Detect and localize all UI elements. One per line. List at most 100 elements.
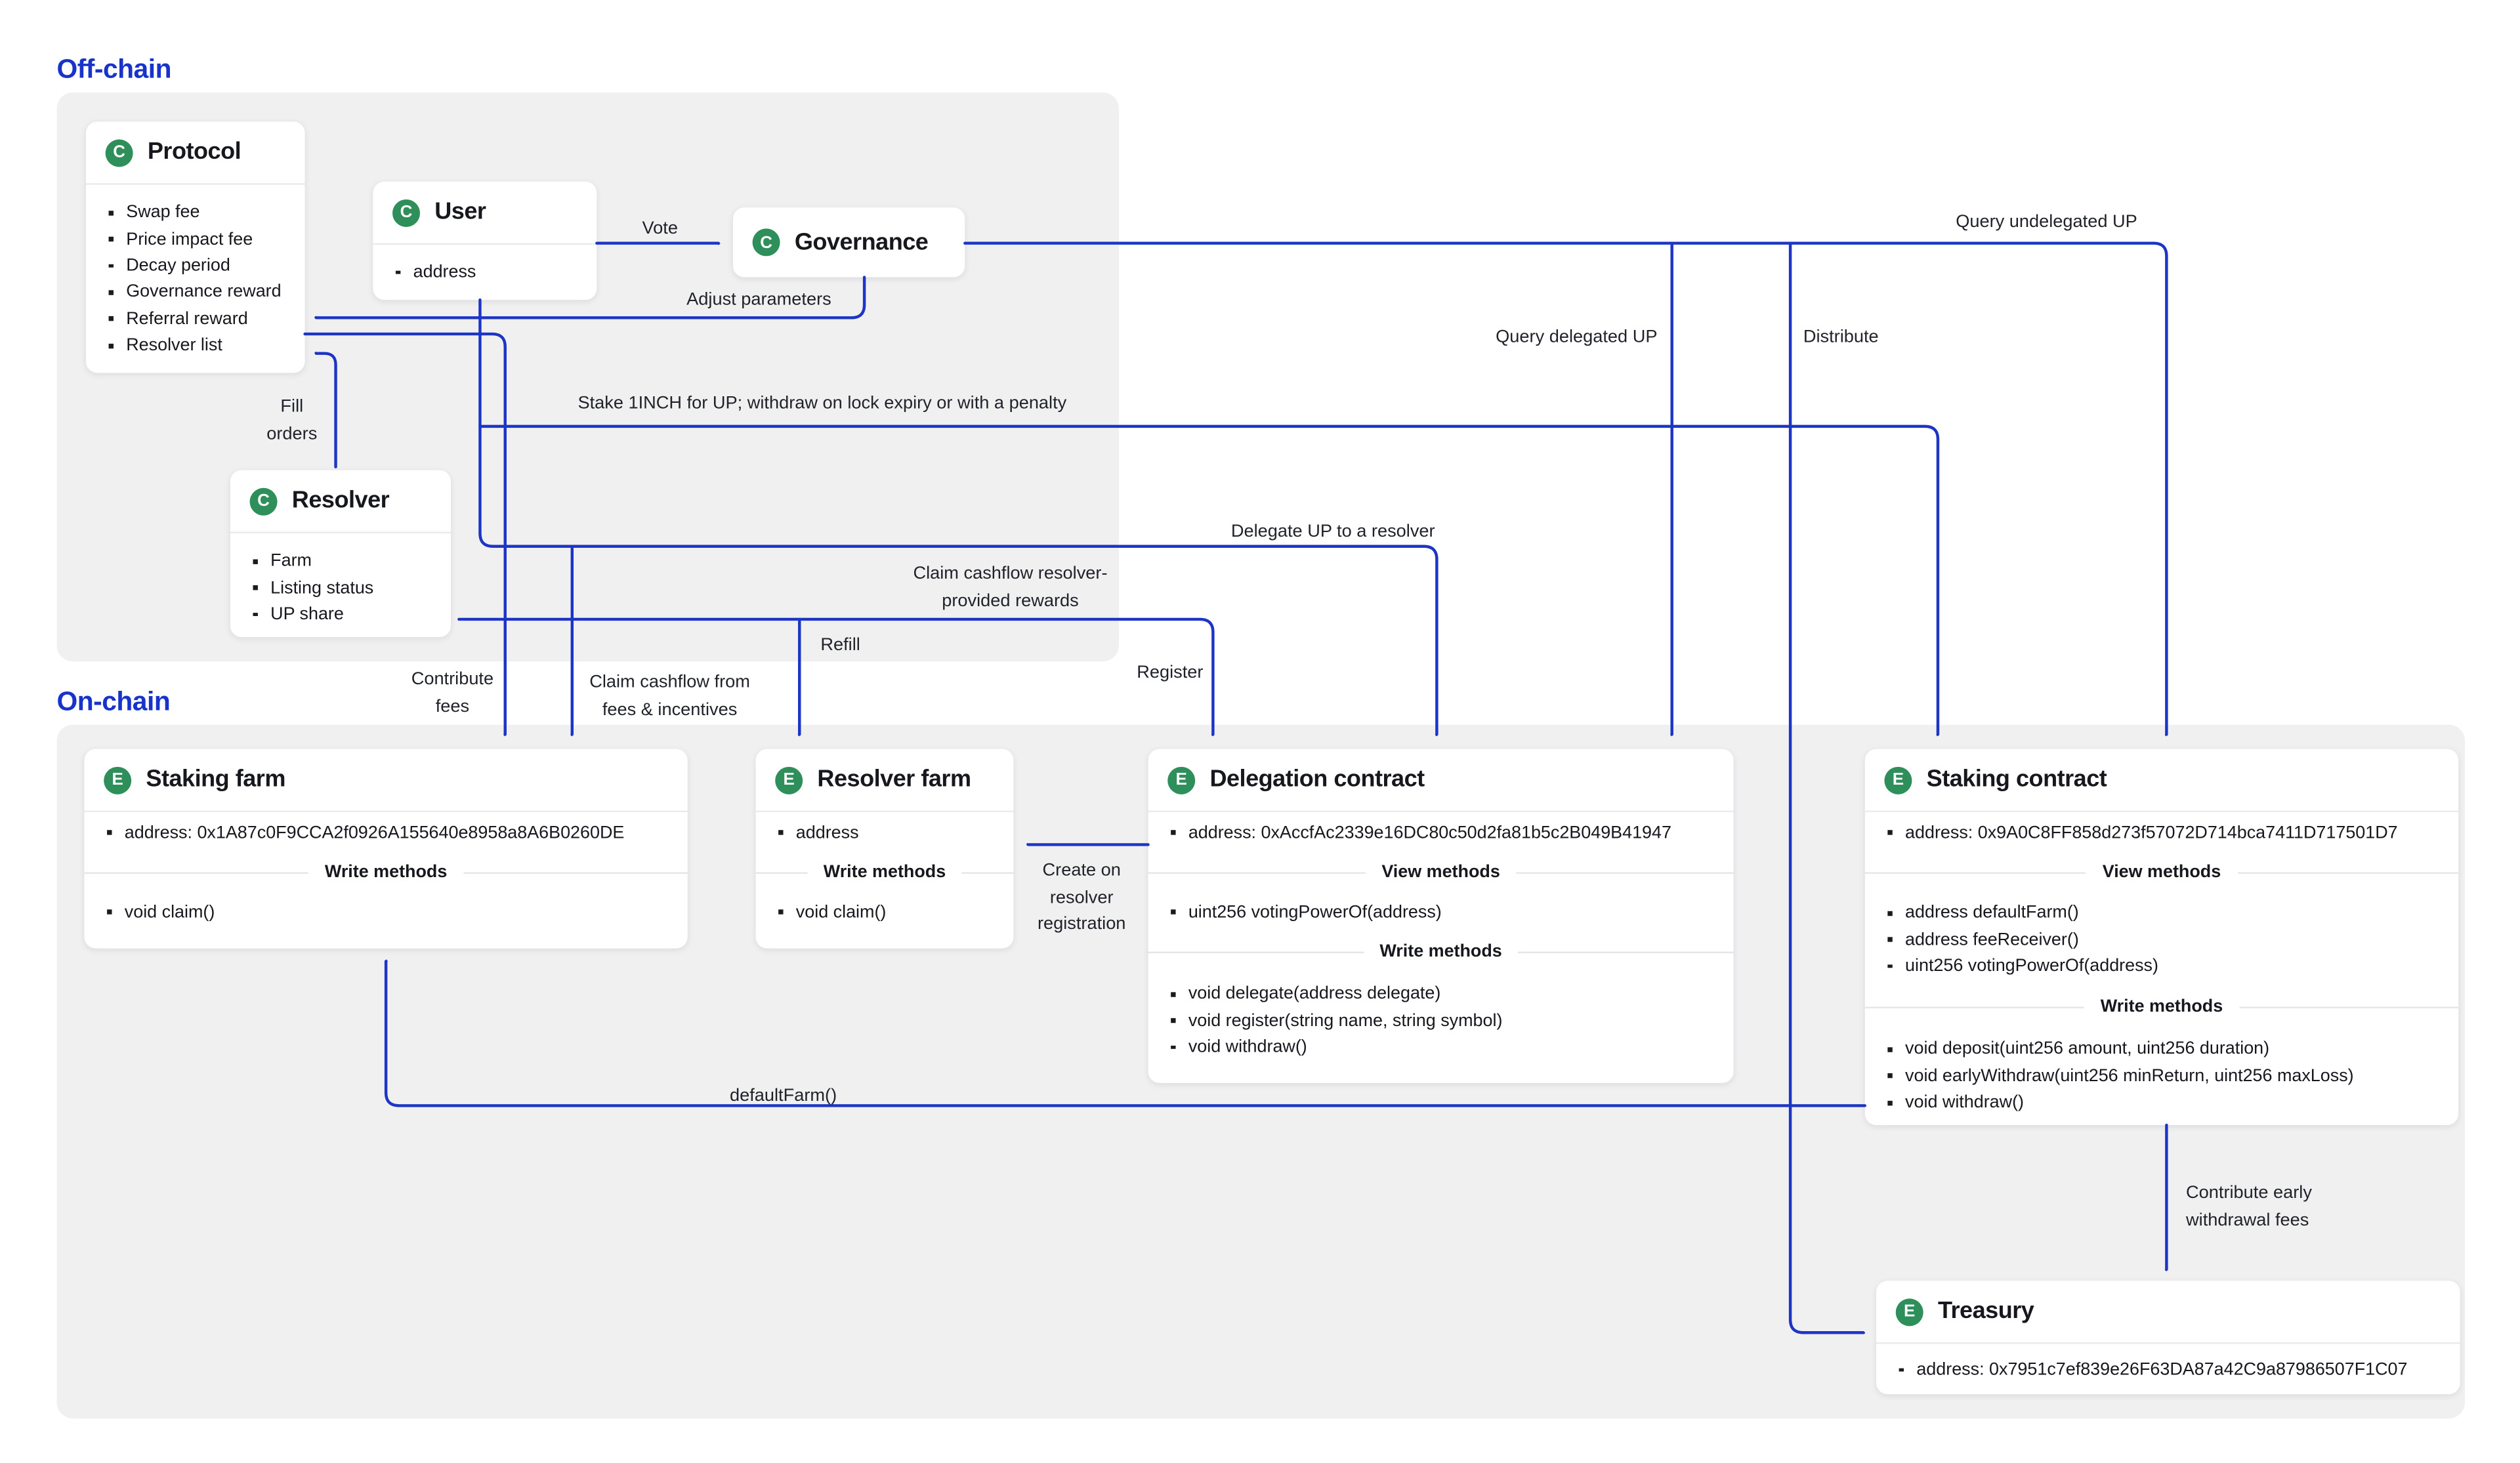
bullet-icon	[1171, 909, 1176, 915]
edge-label-vote: Vote	[642, 218, 678, 239]
bullet-icon	[108, 263, 114, 268]
edge-label-default-farm: defaultFarm()	[729, 1086, 837, 1106]
offchain-heading: Off-chain	[56, 55, 172, 85]
bullet-icon	[1899, 1367, 1904, 1372]
node-staking-contract: E Staking contract address: 0x9A0C8FF858…	[1864, 749, 2459, 1125]
node-title: Staking farm	[146, 766, 285, 793]
write-methods-divider: Write methods	[1148, 932, 1734, 971]
class-icon: C	[392, 198, 421, 226]
address-item: address: 0x7951c7ef839e26F63DA87a42C9a87…	[1896, 1355, 2441, 1384]
contract-icon: E	[1167, 766, 1196, 794]
node-delegation-contract: E Delegation contract address: 0xAccfAc2…	[1148, 749, 1734, 1083]
bullet-icon	[108, 290, 114, 295]
view-methods-divider: View methods	[1148, 853, 1734, 892]
bullet-icon	[253, 559, 258, 564]
method-item: void register(string name, string symbol…	[1167, 1008, 1714, 1035]
bullet-icon	[1887, 911, 1893, 916]
address-item: address	[775, 812, 994, 853]
bullet-icon	[108, 210, 114, 215]
edge-label-distribute: Distribute	[1803, 327, 1879, 347]
bullet-icon	[1887, 1047, 1893, 1052]
method-item: uint256 votingPowerOf(address)	[1167, 892, 1714, 932]
bullet-icon	[253, 612, 258, 617]
node-governance: C Governance	[732, 207, 965, 278]
class-icon: C	[249, 487, 278, 515]
method-item: void claim()	[104, 892, 668, 932]
list-item: Resolver list	[106, 332, 285, 359]
bullet-icon	[108, 316, 114, 321]
bullet-icon	[108, 343, 114, 348]
list-item: Swap fee	[106, 199, 285, 226]
contract-icon: E	[1884, 766, 1912, 794]
bullet-icon	[1171, 991, 1176, 997]
bullet-icon	[1887, 830, 1893, 835]
bullet-icon	[1171, 830, 1176, 835]
contract-icon: E	[1895, 1298, 1923, 1326]
address-item: address: 0x9A0C8FF858d273f57072D714bca74…	[1884, 812, 2439, 853]
list-item: Referral reward	[106, 306, 285, 333]
method-item: void earlyWithdraw(uint256 minReturn, ui…	[1884, 1063, 2439, 1090]
edge-label-claim-fees: Claim cashflow from fees & incentives	[589, 672, 750, 719]
list-item: UP share	[250, 601, 432, 628]
list-item: address	[392, 256, 578, 288]
node-protocol: C Protocol Swap fee Price impact fee Dec…	[85, 121, 305, 373]
onchain-heading: On-chain	[56, 687, 171, 717]
edge-label-refill: Refill	[820, 635, 860, 655]
edge-label-create-on-registration: Create on resolver registration	[1037, 861, 1126, 934]
class-icon: C	[105, 138, 133, 167]
edge-label-stake: Stake 1INCH for UP; withdraw on lock exp…	[578, 394, 1067, 414]
bullet-icon	[1171, 1018, 1176, 1023]
contract-icon: E	[775, 766, 803, 794]
method-item: void deposit(uint256 amount, uint256 dur…	[1884, 1036, 2439, 1063]
edge-label-fill-orders: Fill orders	[266, 397, 318, 443]
node-title: Staking contract	[1926, 766, 2107, 793]
bullet-icon	[253, 585, 258, 590]
bullet-icon	[107, 830, 112, 835]
bullet-icon	[778, 909, 784, 915]
bullet-icon	[1171, 1044, 1176, 1050]
node-title: Resolver	[291, 487, 390, 514]
node-title: Treasury	[1937, 1298, 2034, 1325]
write-methods-divider: Write methods	[84, 853, 688, 892]
bullet-icon	[1887, 1073, 1893, 1079]
write-methods-divider: Write methods	[755, 853, 1014, 892]
bullet-icon	[1887, 964, 1893, 969]
write-methods-divider: Write methods	[1864, 987, 2459, 1026]
method-item: void delegate(address delegate)	[1167, 981, 1714, 1008]
address-item: address: 0x1A87c0F9CCA2f0926A155640e8958…	[104, 812, 668, 853]
node-title: Resolver farm	[817, 766, 971, 793]
node-title: User	[434, 199, 486, 226]
node-user: C User address	[373, 181, 597, 300]
contract-icon: E	[104, 766, 132, 794]
bullet-icon	[1887, 1100, 1893, 1105]
node-staking-farm: E Staking farm address: 0x1A87c0F9CCA2f0…	[84, 749, 688, 949]
bullet-icon	[108, 237, 114, 242]
node-resolver-farm: E Resolver farm address Write methods vo…	[755, 749, 1014, 949]
method-item: address feeReceiver()	[1884, 926, 2439, 953]
list-item: Listing status	[250, 575, 432, 602]
edge-label-query-delegated: Query delegated UP	[1496, 327, 1658, 347]
method-item: void withdraw()	[1167, 1034, 1714, 1061]
list-item: Farm	[250, 548, 432, 575]
method-item: void claim()	[775, 892, 994, 932]
edge-label-delegate: Delegate UP to a resolver	[1230, 522, 1435, 542]
node-resolver: C Resolver Farm Listing status UP share	[230, 470, 451, 638]
list-item: Decay period	[106, 253, 285, 279]
bullet-icon	[1887, 937, 1893, 942]
node-title: Governance	[794, 229, 929, 256]
list-item: Price impact fee	[106, 226, 285, 253]
list-item: Governance reward	[106, 279, 285, 306]
edge-label-register: Register	[1137, 663, 1204, 683]
edge-label-contribute-early: Contribute early withdrawal fees	[2186, 1183, 2312, 1230]
address-item: address: 0xAccfAc2339e16DC80c50d2fa81b5c…	[1167, 812, 1714, 853]
node-title: Delegation contract	[1209, 766, 1425, 793]
method-item: void withdraw()	[1884, 1089, 2439, 1116]
edge-label-adjust-parameters: Adjust parameters	[686, 290, 831, 310]
bullet-icon	[395, 270, 400, 275]
edge-label-claim-resolver: Claim cashflow resolver- provided reward…	[913, 564, 1108, 611]
bullet-icon	[778, 830, 784, 835]
method-item: address defaultFarm()	[1884, 899, 2439, 926]
view-methods-divider: View methods	[1864, 853, 2459, 892]
node-title: Protocol	[147, 139, 242, 166]
